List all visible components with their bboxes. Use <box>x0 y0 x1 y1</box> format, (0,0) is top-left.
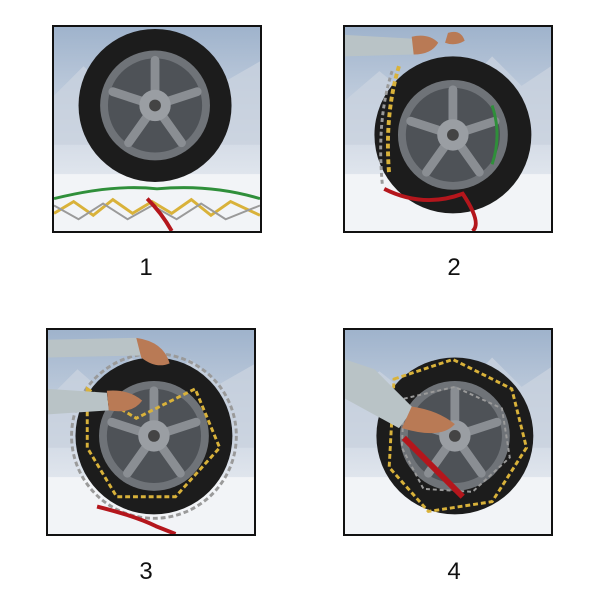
step-2-illustration <box>345 27 551 231</box>
wheel-3 <box>75 357 233 515</box>
step-number-1: 1 <box>139 254 153 281</box>
step-3-image <box>46 328 256 536</box>
step-4-image <box>343 328 553 536</box>
wheel-2 <box>374 56 532 214</box>
step-number-4: 4 <box>447 558 461 585</box>
step-number-3: 3 <box>139 558 153 585</box>
wheel-1 <box>78 28 232 182</box>
step-4-illustration <box>345 330 551 534</box>
step-1-illustration <box>54 27 260 231</box>
step-1-image <box>52 25 262 233</box>
step-2-image <box>343 25 553 233</box>
step-3-illustration <box>48 330 254 534</box>
step-number-2: 2 <box>447 254 461 281</box>
